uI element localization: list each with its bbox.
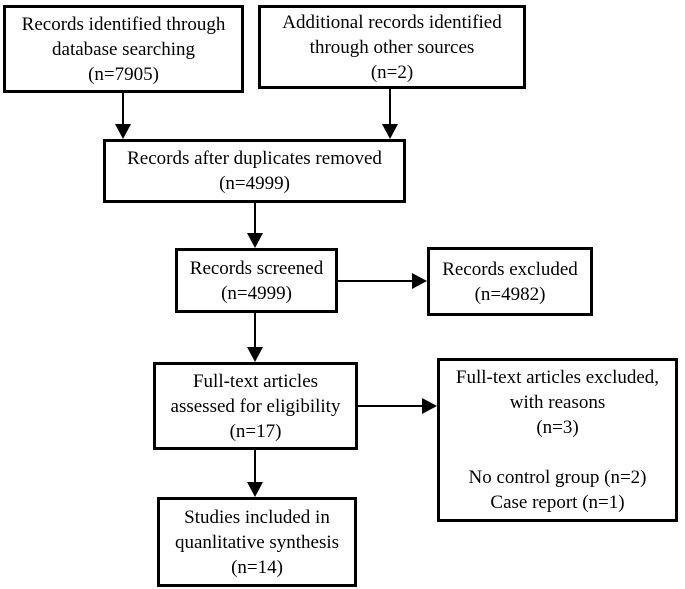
arrow-fulltext-to-excluded <box>358 398 437 414</box>
arrowhead-right-icon <box>412 273 427 289</box>
arrow-stem <box>338 280 412 282</box>
arrow-additional-to-duplicates <box>382 89 398 139</box>
arrow-stem <box>254 313 256 347</box>
arrow-screened-to-fulltext <box>247 313 263 362</box>
box-count-line: (n=3) <box>536 417 579 438</box>
box-count-line: (n=7905) <box>88 63 159 85</box>
box-text-line: Records screened <box>189 257 324 279</box>
arrowhead-down-icon <box>247 482 263 497</box>
box-text-line: database searching <box>52 38 195 60</box>
box-duplicates-removed: Records after duplicates removed (n=4999… <box>103 139 406 203</box>
arrowhead-down-icon <box>382 124 398 139</box>
box-count-line: (n=2) <box>370 61 414 83</box>
box-text-line: quanlitative synthesis <box>174 531 340 553</box>
box-text-line: Records identified through <box>21 13 226 35</box>
arrow-identified-to-duplicates <box>115 93 131 139</box>
box-count-line: (n=17) <box>229 420 282 442</box>
arrow-screened-to-excluded <box>338 273 427 289</box>
arrow-stem <box>254 203 256 233</box>
arrow-fulltext-to-included <box>247 450 263 497</box>
box-text-line: Records after duplicates removed <box>127 148 382 169</box>
box-records-identified-database: Records identified through database sear… <box>3 5 244 93</box>
box-text-line: Additional records identified <box>282 11 502 33</box>
arrowhead-down-icon <box>115 124 131 139</box>
box-text-line: through other sources <box>309 36 475 58</box>
arrow-duplicates-to-screened <box>247 203 263 248</box>
box-count-line: (n=4999) <box>221 282 292 304</box>
box-reason-line: No control group (n=2) <box>468 467 647 488</box>
arrow-stem <box>358 405 422 407</box>
box-text-line: Studies included in <box>184 506 330 528</box>
arrowhead-right-icon <box>422 398 437 414</box>
arrowhead-down-icon <box>247 233 263 248</box>
box-fulltext-excluded: Full-text articles excluded, with reason… <box>437 358 678 522</box>
box-count-line: (n=4999) <box>219 173 290 194</box>
arrow-stem <box>122 93 124 124</box>
arrowhead-down-icon <box>247 347 263 362</box>
box-count-line: (n=4982) <box>474 283 546 305</box>
arrow-stem <box>254 450 256 482</box>
box-reason-line: Case report (n=1) <box>490 492 625 513</box>
box-text-line: with reasons <box>509 392 606 413</box>
box-fulltext-assessed: Full-text articles assessed for eligibil… <box>153 362 358 450</box>
box-records-screened: Records screened (n=4999) <box>175 248 338 313</box>
box-text-line: Full-text articles <box>192 370 319 392</box>
box-text-line: assessed for eligibility <box>170 395 341 417</box>
box-records-excluded: Records excluded (n=4982) <box>427 247 593 316</box>
box-text-line: Records excluded <box>442 258 578 280</box>
box-count-line: (n=14) <box>231 556 283 578</box>
box-additional-records: Additional records identified through ot… <box>258 5 526 89</box>
box-text-line: Full-text articles excluded, <box>455 367 660 388</box>
box-studies-included: Studies included in quanlitative synthes… <box>157 497 357 587</box>
arrow-stem <box>389 89 391 124</box>
